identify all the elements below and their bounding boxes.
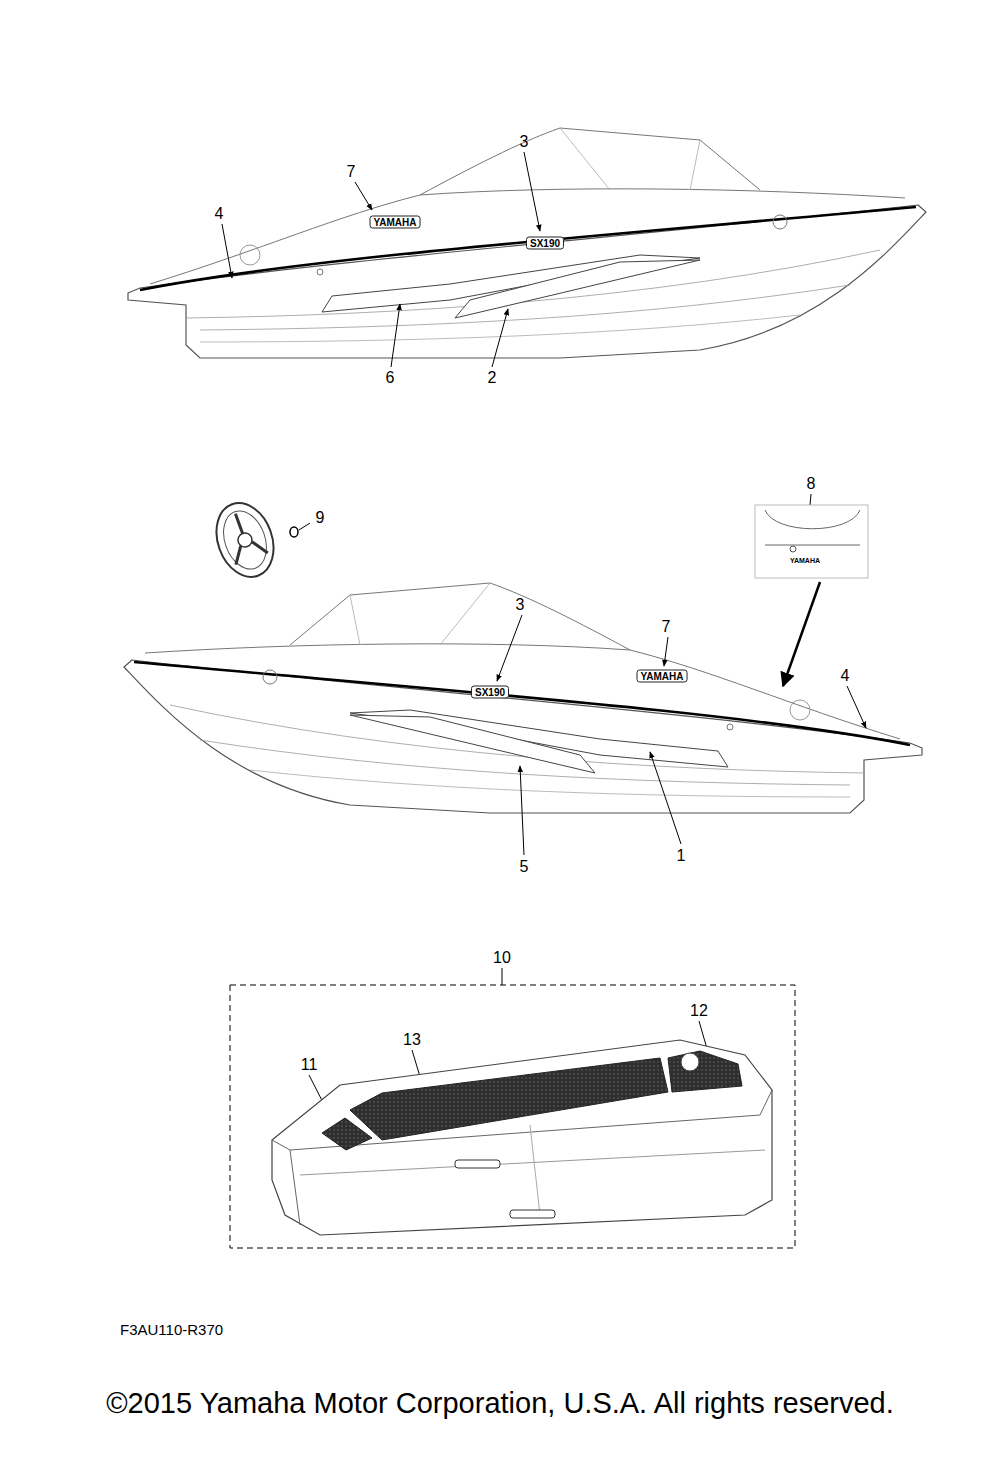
callout-number: 12 xyxy=(690,1002,708,1020)
decal-text: YAMAHA xyxy=(370,216,421,229)
callout-number: 11 xyxy=(301,1056,318,1074)
callout-number: 5 xyxy=(520,858,529,876)
callout-number: 1 xyxy=(677,847,686,865)
callout-number: 9 xyxy=(316,509,325,527)
callout-number: 4 xyxy=(215,205,224,223)
callout-number: 3 xyxy=(516,596,525,614)
callout-number: 7 xyxy=(662,618,671,636)
decal-text: SX190 xyxy=(526,237,564,250)
callout-number: 13 xyxy=(403,1031,421,1049)
figure-code: F3AU110-R370 xyxy=(120,1322,223,1339)
callout-number: 8 xyxy=(807,475,816,493)
decal-text: SX190 xyxy=(471,686,509,699)
decal-text: YAMAHA xyxy=(789,557,821,565)
callout-number: 7 xyxy=(347,163,356,181)
callout-number: 2 xyxy=(488,369,497,387)
callout-number: 4 xyxy=(841,667,850,685)
callout-number: 3 xyxy=(520,133,529,151)
callout-number: 6 xyxy=(386,369,395,387)
callout-number: 10 xyxy=(493,949,511,967)
copyright-caption: ©2015 Yamaha Motor Corporation, U.S.A. A… xyxy=(106,1388,894,1420)
decal-text: YAMAHA xyxy=(637,670,688,683)
